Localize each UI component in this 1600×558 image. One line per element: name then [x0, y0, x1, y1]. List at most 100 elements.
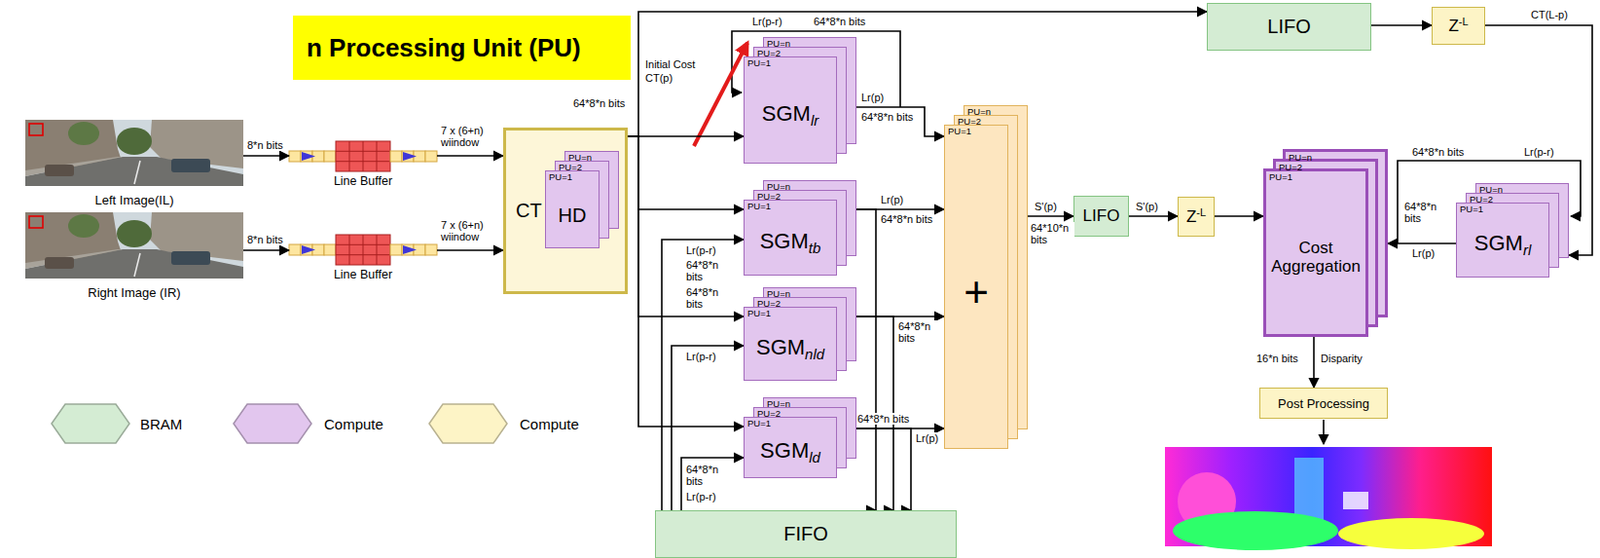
- label-group: Z-L: [1448, 15, 1468, 37]
- node-caption: Right Image (IR): [87, 285, 181, 300]
- unit-tag: PU=n: [964, 106, 1027, 117]
- connector: [671, 345, 744, 510]
- stack-card: PU=1SGMnld: [743, 306, 837, 381]
- node-label: Z: [1448, 16, 1458, 36]
- connector: [436, 154, 504, 157]
- legend-swatch: [232, 402, 313, 444]
- unit-tag: PU=n: [763, 181, 856, 192]
- signal-label: 64*10*n bits: [1029, 221, 1075, 246]
- node-label: -L: [1458, 15, 1469, 28]
- legend-swatch: [50, 402, 131, 444]
- image-panel: Left Image(IL): [25, 119, 244, 208]
- unit-tag: PU=1: [744, 200, 837, 212]
- edge-label: S'(p): [1134, 200, 1160, 213]
- signal-label: Lr(p-r): [751, 15, 784, 28]
- edge-label: Lr(p): [1411, 247, 1436, 259]
- unit-tag: PU=n: [763, 37, 856, 49]
- lifo-buffer: LIFO: [1073, 195, 1129, 237]
- connector: [681, 457, 744, 510]
- node-label: SGM: [762, 101, 811, 126]
- legend-hexagon: [51, 403, 130, 443]
- label-group: FIFO: [783, 522, 829, 546]
- street-photo: [25, 212, 244, 279]
- label-group: SGMld: [744, 438, 837, 467]
- line-buffer-grid: [289, 234, 437, 265]
- legend-hexagon: [429, 403, 508, 443]
- unit-tag: PU=1: [945, 125, 1008, 137]
- node-caption: Left Image(IL): [95, 192, 175, 208]
- signal-label: 64*8*n bits: [572, 97, 626, 110]
- legend-swatch: [428, 402, 509, 444]
- node-label: CT: [515, 199, 543, 221]
- edge-label: Lr(p): [860, 91, 885, 104]
- unit-tag: PU=n: [1476, 183, 1568, 195]
- connector: [627, 11, 1207, 137]
- edge-label: Lr(p-r): [685, 350, 718, 363]
- legend-label: Compute: [324, 415, 384, 433]
- line-buffer-grid: [289, 141, 437, 172]
- line-buffer: Line Buffer: [289, 141, 437, 188]
- lifo-buffer: LIFO: [1206, 2, 1372, 51]
- connector: [1027, 215, 1074, 218]
- disparity-map: [1343, 491, 1369, 510]
- unit-tag: PU=1: [545, 171, 599, 182]
- post-processing-box: Post Processing: [1259, 387, 1388, 419]
- edge-label: Lr(p): [914, 432, 940, 444]
- stack-card: PU=1+: [944, 124, 1009, 449]
- stack-card: PU=1HD: [545, 170, 600, 249]
- signal-label: Initial Cost: [644, 58, 696, 71]
- label-group: Cost Aggregation: [1266, 239, 1366, 276]
- label-group: SGMld: [744, 428, 837, 477]
- node-label: HD: [558, 204, 587, 226]
- highlight-arrow: [693, 42, 748, 146]
- label-group: Post Processing: [1277, 396, 1370, 411]
- unit-tag: PU=n: [1285, 151, 1385, 163]
- connector: [243, 154, 290, 157]
- output-arrow: [1322, 419, 1325, 444]
- node-label: Post Processing: [1277, 396, 1370, 411]
- edge-label: CT(L-p): [1529, 8, 1569, 21]
- connector: [627, 136, 744, 427]
- connector: [1214, 215, 1264, 218]
- label-group: Z-L: [1186, 206, 1206, 228]
- connector: [436, 249, 504, 252]
- signal-label: 64*8*n bits: [897, 320, 943, 344]
- legend-entry: Compute: [428, 402, 580, 444]
- sgm-stack: PU=nPU=2PU=1SGMld: [743, 397, 857, 478]
- connector: [1312, 336, 1315, 388]
- legend-hexagon: [233, 403, 312, 443]
- connector: [856, 428, 911, 510]
- node-label: nld: [804, 345, 825, 363]
- fifo-buffer: FIFO: [654, 509, 957, 558]
- node-label: rl: [1523, 241, 1531, 258]
- adder-stack: PU=nPU=2PU=1+: [944, 105, 1028, 449]
- edge-label: Lr(p-r): [685, 244, 718, 256]
- connector: [1387, 242, 1456, 245]
- connector: [243, 249, 290, 252]
- node-label: SGM: [760, 437, 809, 463]
- node-caption: Line Buffer: [333, 174, 393, 188]
- unit-tag: PU=1: [1456, 203, 1549, 215]
- node-label: Z: [1186, 207, 1197, 226]
- delay-block: Z-L: [1177, 196, 1215, 237]
- census-transform-box: CTPU=nPU=2PU=1HD: [503, 127, 628, 294]
- signal-label: 64*8*n bits: [685, 463, 734, 487]
- diagram-title: n Processing Unit (PU): [292, 15, 631, 80]
- stack-card: PU=1SGMlr: [743, 56, 837, 164]
- unit-tag: PU=n: [565, 151, 619, 163]
- signal-label: 64*8*n bits: [685, 286, 734, 310]
- signal-label: 64*8*n bits: [685, 258, 734, 283]
- unit-tag: PU=2: [1275, 161, 1376, 173]
- edge-label: 8*n bits: [246, 139, 285, 151]
- label-group: CT: [515, 199, 543, 222]
- unit-tag: PU=n: [763, 288, 856, 299]
- node-label: ld: [808, 448, 821, 466]
- connector: [856, 209, 876, 510]
- signal-label: CT(p): [644, 72, 674, 84]
- signal-label: 64*8*n bits: [812, 15, 867, 28]
- edge-label: 7 x (6+n) wiindow: [439, 218, 503, 243]
- signal-label: 64*8*n bits: [879, 213, 934, 225]
- legend-label: Compute: [519, 415, 580, 433]
- node-caption: Line Buffer: [333, 267, 393, 282]
- node-label: Cost Aggregation: [1271, 238, 1361, 276]
